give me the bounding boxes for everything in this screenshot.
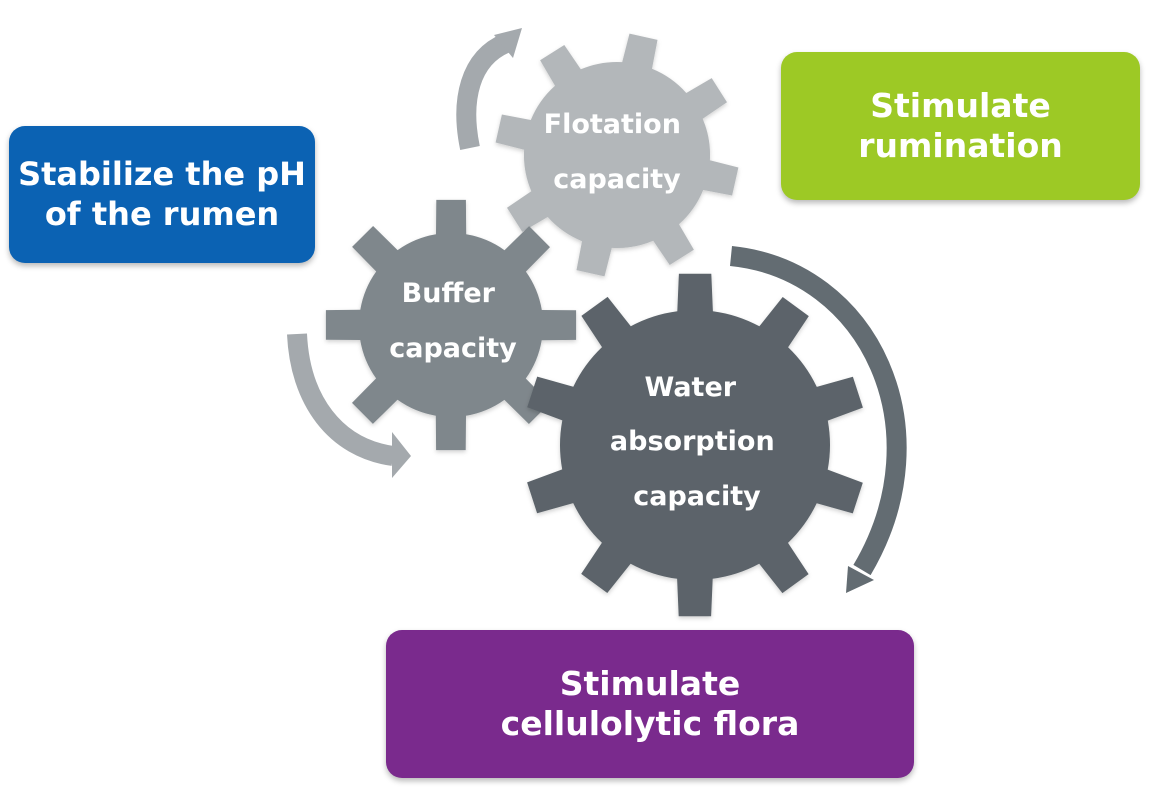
buffer-gear-shape — [325, 199, 577, 451]
water-gear-shape — [527, 273, 863, 617]
stabilize-ph-line1: Stabilize the pH — [18, 155, 306, 194]
buffer-gear-label: Buffer capacity — [389, 278, 517, 364]
water-label-line2: absorption — [610, 426, 775, 457]
flotation-gear-shape — [495, 33, 739, 277]
buffer-label-line1: Buffer — [402, 278, 496, 309]
stabilize-ph-box: Stabilize the pH of the rumen — [9, 126, 315, 263]
flotation-label-line2: capacity — [553, 164, 681, 195]
stimulate-rumination-line1: Stimulate — [870, 85, 1051, 125]
arrow-to-flora — [729, 246, 907, 576]
water-label-line1: Water — [645, 372, 737, 403]
stimulate-flora-line2: cellulolytic flora — [500, 704, 800, 743]
water-label-line3: capacity — [633, 481, 761, 512]
buffer-gear — [325, 199, 577, 451]
flotation-label-line1: Flotation — [544, 109, 681, 140]
stimulate-flora-box: Stimulate cellulolytic flora — [386, 630, 914, 778]
arrow-to-flotation-head — [494, 28, 522, 58]
arrow-to-flotation — [456, 33, 511, 151]
stabilize-ph-line2: of the rumen — [44, 194, 280, 233]
flotation-gear — [495, 33, 739, 277]
water-gear-label: Water absorption capacity — [610, 372, 784, 512]
arrow-to-buffer-head — [392, 432, 411, 478]
stimulate-rumination-line2: rumination — [858, 126, 1063, 165]
buffer-label-line2: capacity — [389, 333, 517, 364]
arrow-to-buffer — [287, 333, 395, 466]
flotation-gear-label: Flotation capacity — [544, 109, 691, 195]
arrow-to-flora-head — [846, 566, 874, 593]
stimulate-flora-line1: Stimulate — [559, 663, 741, 703]
water-absorption-gear — [527, 273, 863, 617]
stimulate-rumination-box: Stimulate rumination — [781, 52, 1140, 200]
